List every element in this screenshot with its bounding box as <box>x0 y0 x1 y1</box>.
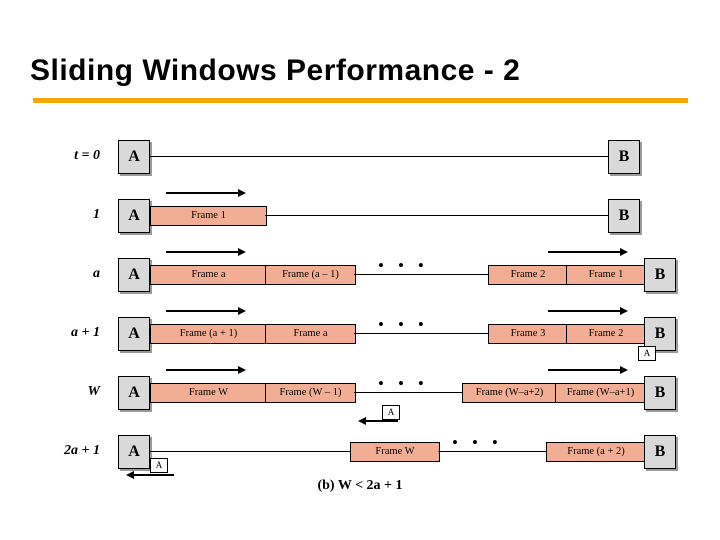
row-label-w: W <box>87 384 100 399</box>
ellipsis-row4: ••• <box>378 315 438 334</box>
ellipsis-row3: ••• <box>378 256 438 275</box>
page-title: Sliding Windows Performance - 2 <box>30 54 521 87</box>
timeline-row3-left <box>354 274 488 275</box>
row-label-1: 1 <box>93 207 100 222</box>
timeline-row5-left <box>354 392 462 393</box>
host-b-row6: B <box>644 435 676 469</box>
host-a-row6: A <box>118 435 150 469</box>
row-label-2a-plus-1: 2a + 1 <box>64 443 100 458</box>
host-a-row3: A <box>118 258 150 292</box>
host-a-row2: A <box>118 199 150 233</box>
row-label-a: a <box>93 266 100 281</box>
frame-box: Frame 1 <box>566 265 646 285</box>
frame-box: Frame (a – 1) <box>265 265 356 285</box>
ack-box: A <box>638 346 656 361</box>
host-b-row1: B <box>608 140 640 174</box>
host-b-row2: B <box>608 199 640 233</box>
timeline-row4-left <box>354 333 488 334</box>
frame-box: Frame a <box>150 265 267 285</box>
frame-box: Frame (W–a+2) <box>462 383 557 403</box>
frame-box: Frame 2 <box>566 324 646 344</box>
timeline-row2 <box>265 215 608 216</box>
frame-box: Frame W <box>150 383 267 403</box>
ack-box: A <box>150 458 168 473</box>
figure-caption: (b) W < 2a + 1 <box>317 478 403 493</box>
frame-box: Frame (a + 2) <box>546 442 646 462</box>
frame-box: Frame (W – 1) <box>265 383 356 403</box>
ellipsis-row5: ••• <box>378 374 438 393</box>
frame-box: Frame W <box>350 442 440 462</box>
frame-box: Frame 3 <box>488 324 568 344</box>
host-a-row4: A <box>118 317 150 351</box>
frame-box: Frame 2 <box>488 265 568 285</box>
host-a-row1: A <box>118 140 150 174</box>
frame-box: Frame (a + 1) <box>150 324 267 344</box>
sliding-window-diagram: t = 0 A B 1 A Frame 1 B a A Frame a Fram… <box>40 120 680 510</box>
row-label-a-plus-1: a + 1 <box>71 325 100 340</box>
ack-box: A <box>382 405 400 420</box>
timeline-row6-left <box>150 451 350 452</box>
ellipsis-row6: ••• <box>452 433 512 452</box>
row-label-t0: t = 0 <box>74 148 100 163</box>
host-b-row3: B <box>644 258 676 292</box>
timeline-row6-mid <box>438 451 546 452</box>
frame-box: Frame 1 <box>150 206 267 226</box>
host-b-row5: B <box>644 376 676 410</box>
frame-box: Frame a <box>265 324 356 344</box>
host-b-row4: B <box>644 317 676 351</box>
frame-box: Frame (W–a+1) <box>555 383 646 403</box>
title-underline-rule <box>33 98 688 103</box>
timeline-row1 <box>150 156 608 157</box>
host-a-row5: A <box>118 376 150 410</box>
